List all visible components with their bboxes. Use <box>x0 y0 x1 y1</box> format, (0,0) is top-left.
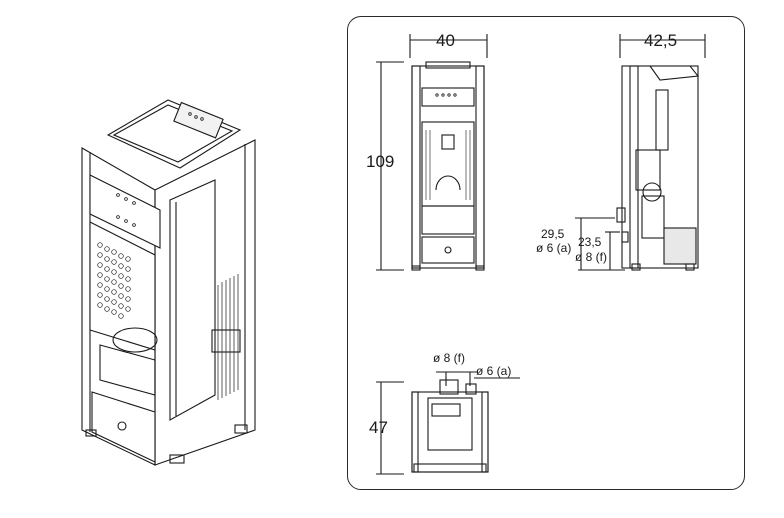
depth-dimension-label: 42,5 <box>644 31 678 50</box>
width-dimension-label: 40 <box>436 31 455 50</box>
inlet-f-label: ø 8 (f) <box>575 250 607 264</box>
top-depth-dimension-label: 47 <box>369 418 388 437</box>
top-inlet-a-label: ø 6 (a) <box>476 364 512 378</box>
top-inlet-f-label: ø 8 (f) <box>433 351 465 365</box>
inlet-height-f-label: 23,5 <box>578 235 602 249</box>
inlet-height-a-label: 29,5 <box>541 227 565 241</box>
dimension-views-frame <box>347 16 745 490</box>
height-dimension-label: 109 <box>366 152 395 171</box>
inlet-a-label: ø 6 (a) <box>536 241 572 255</box>
isometric-stove-view <box>81 99 256 466</box>
